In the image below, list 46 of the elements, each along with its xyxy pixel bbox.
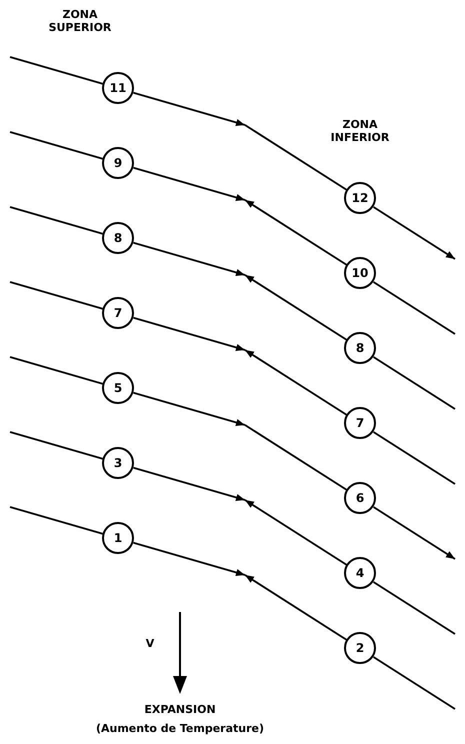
line	[373, 431, 456, 485]
arrow	[244, 274, 347, 341]
arrow	[133, 316, 246, 351]
arrow	[244, 199, 347, 266]
line	[244, 424, 347, 491]
numbered-circle: 4	[344, 557, 376, 590]
arrow	[244, 499, 347, 566]
axis-label: V	[144, 637, 156, 650]
zone-label: ZONA SUPERIOR	[48, 8, 112, 34]
arrow	[244, 574, 347, 641]
numbered-circle: 6	[344, 482, 376, 514]
arrow	[244, 349, 347, 416]
note-text: (Aumento de Temperature)	[94, 722, 266, 735]
line	[10, 281, 103, 310]
numbered-circle: 7	[344, 407, 376, 440]
line	[10, 206, 103, 235]
line	[373, 581, 456, 635]
heading-label: EXPANSION	[143, 703, 217, 716]
numbered-circle: 8	[102, 222, 134, 254]
numbered-circle: 9	[102, 147, 134, 180]
numbered-circle: 8	[344, 332, 376, 364]
line	[373, 656, 456, 710]
line	[244, 124, 347, 191]
line	[10, 431, 103, 460]
arrow	[133, 92, 246, 126]
numbered-circle: 2	[344, 632, 376, 664]
numbered-circle: 3	[102, 447, 134, 480]
numbered-circle: 10	[344, 257, 376, 290]
numbered-circle: 12	[344, 182, 376, 214]
line	[373, 356, 456, 410]
numbered-circle: 7	[102, 297, 134, 330]
numbered-circle: 5	[102, 372, 134, 404]
line	[10, 506, 103, 535]
line	[10, 131, 103, 160]
arrow	[133, 542, 246, 576]
arrow	[133, 166, 246, 201]
line	[373, 281, 456, 335]
line	[10, 56, 103, 85]
arrow	[133, 242, 246, 276]
arrow	[133, 392, 246, 426]
numbered-circle: 1	[102, 522, 134, 554]
zone-label: ZONA INFERIOR	[330, 118, 390, 144]
arrow	[133, 466, 246, 501]
arrow	[373, 206, 456, 260]
numbered-circle: 11	[102, 72, 134, 104]
line	[10, 356, 103, 385]
